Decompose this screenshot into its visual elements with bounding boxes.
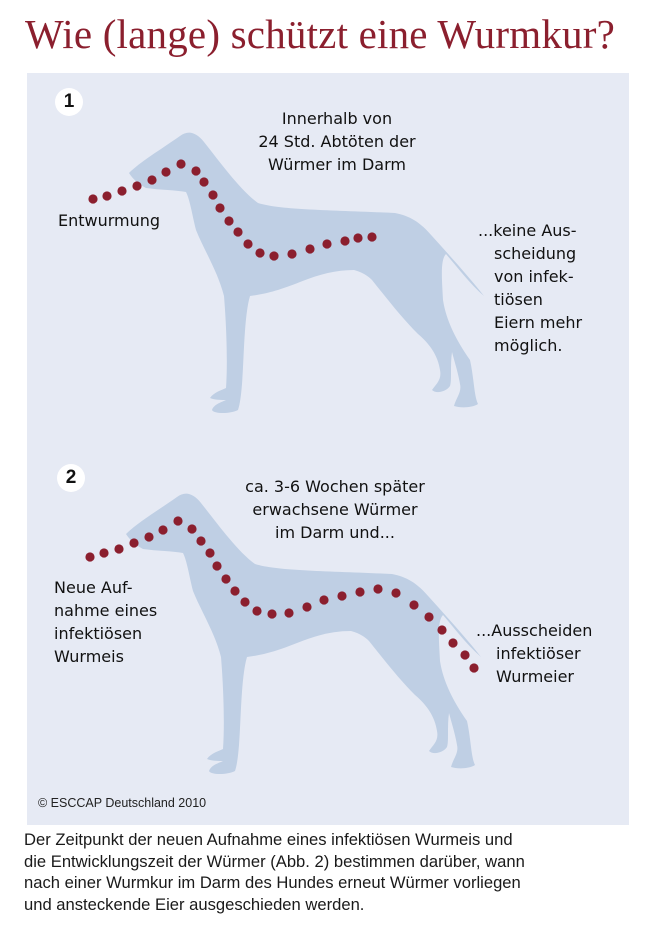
scene-2-left-label: Neue Auf- nahme eines infektiösen Wurmei… bbox=[54, 578, 158, 666]
step-1-badge: 1 bbox=[55, 88, 83, 116]
copyright-notice: © ESCCAP Deutschland 2010 bbox=[38, 796, 207, 810]
page-title: Wie (lange) schützt eine Wurmkur? bbox=[25, 11, 615, 57]
illustration-panel bbox=[27, 73, 629, 825]
worm-path-1 bbox=[88, 159, 377, 261]
worm-path-2 bbox=[85, 516, 479, 673]
scene-2-top-label: ca. 3-6 Wochen später erwachsene Würmer … bbox=[245, 477, 425, 542]
step-2-badge: 2 bbox=[57, 464, 85, 492]
scene-1-top-label: Innerhalb von 24 Std. Abtöten der Würmer… bbox=[258, 109, 416, 174]
scene-1-left-label: Entwurmung bbox=[58, 211, 161, 230]
figure-caption: Der Zeitpunkt der neuen Aufnahme eines i… bbox=[24, 830, 525, 914]
scene-1-right-label: ...keine Aus- scheidung von infek- tiöse… bbox=[478, 221, 583, 355]
scene-2-right-label: ...Ausscheiden infektiöser Wurmeier bbox=[476, 621, 593, 686]
